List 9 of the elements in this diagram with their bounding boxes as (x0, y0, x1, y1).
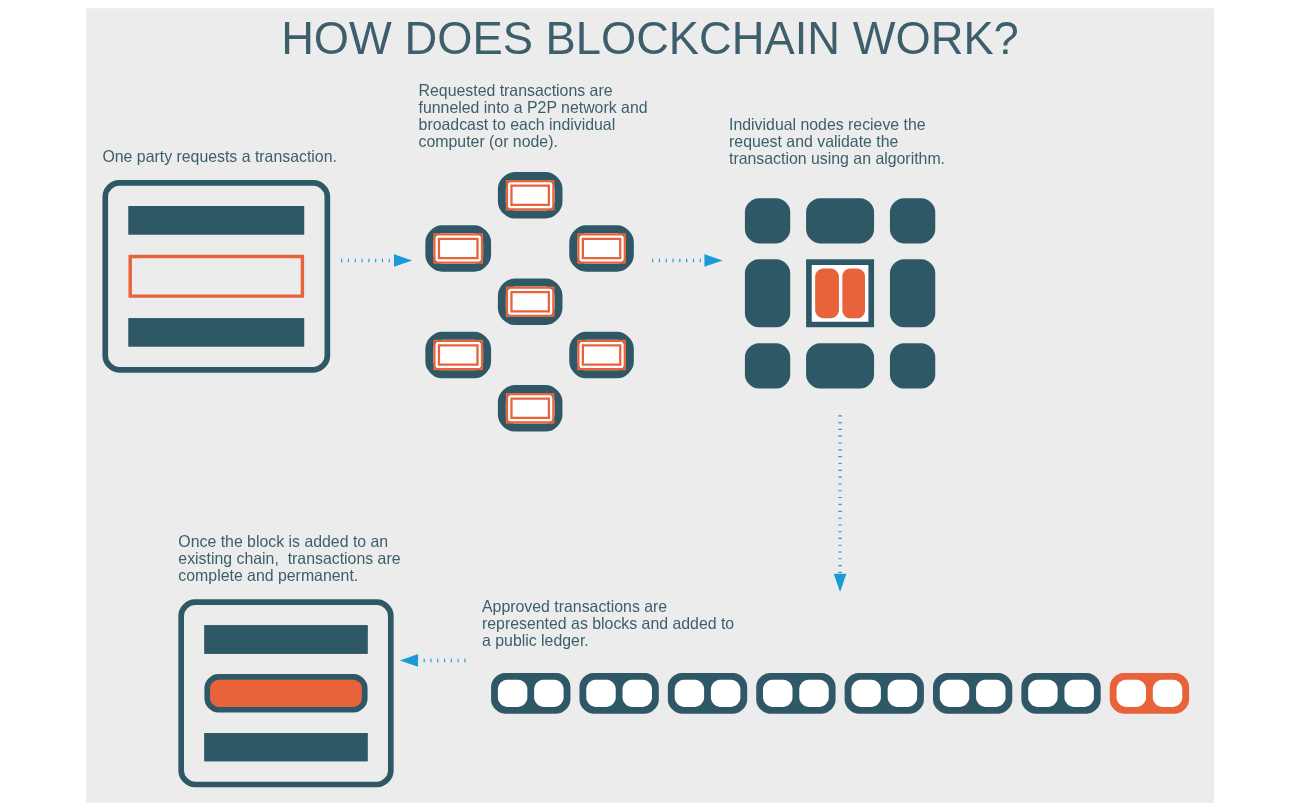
node-label: One party requests a transaction. (102, 148, 337, 166)
arrow (341, 254, 413, 267)
arrow (833, 415, 847, 593)
node-label: Individual nodes recieve the request and validate the transaction using an algorithm. (729, 116, 946, 168)
diagram-title: HOW DOES BLOCKCHAIN WORK? (281, 12, 1019, 64)
node-label: Once the block is added to an existing chain, transactions are complete and permanent. (178, 533, 401, 585)
arrow (652, 254, 723, 267)
node-label: Requested transactions are funneled into a P2P network and broadcast to each individual computer (or node). (418, 82, 648, 151)
node-label: Approved transactions are represented as blocks and added to a public ledger. (482, 597, 735, 649)
